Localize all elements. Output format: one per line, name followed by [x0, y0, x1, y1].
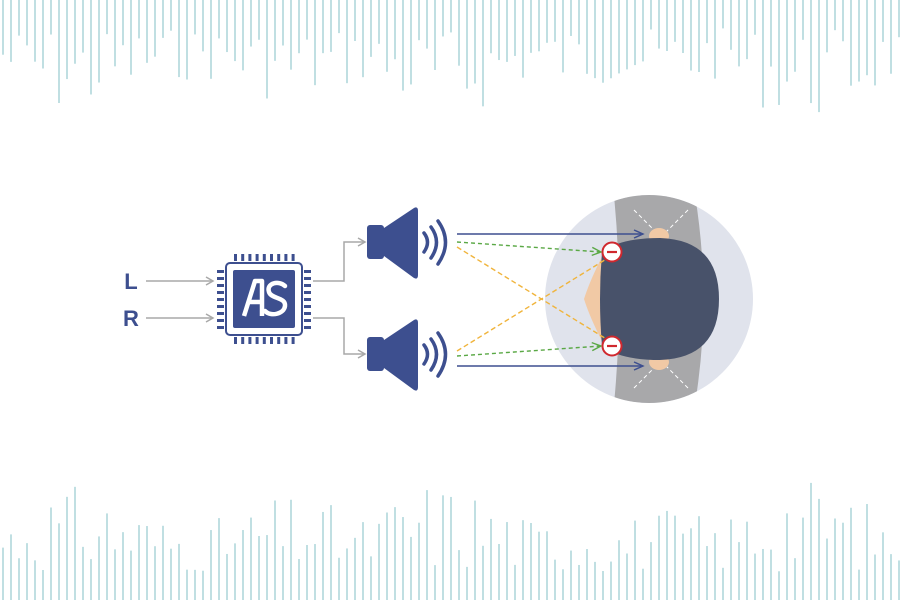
crosstalk-path-bottom-to-left: [456, 257, 609, 352]
top-speaker-icon: [367, 207, 448, 279]
minus-circle-icon: [601, 241, 623, 263]
chip-pin: [304, 319, 311, 322]
chip-pin: [304, 305, 311, 308]
chip-pin: [270, 254, 273, 261]
chip-pin: [234, 337, 237, 344]
chip-pin: [217, 312, 224, 315]
chip-pin: [217, 298, 224, 301]
chip-pin: [304, 284, 311, 287]
chip-pin: [248, 337, 252, 344]
chip-pin: [217, 326, 224, 329]
face: [584, 255, 603, 343]
cancel-path-bottom: [456, 341, 603, 357]
chip-pin: [304, 270, 311, 273]
chip-pin: [277, 254, 281, 261]
chip-pin: [234, 254, 237, 261]
chip-pin: [304, 291, 311, 294]
chip-pin: [291, 254, 295, 261]
chip-logo: [241, 278, 288, 317]
bottom-speaker-icon: [367, 319, 448, 391]
chip-pin: [262, 254, 266, 261]
crosstalk-path-top-to-right: [456, 246, 609, 341]
chip-pin: [217, 291, 224, 294]
chip-pin: [255, 254, 259, 261]
chip-pin: [304, 277, 311, 280]
chip-pin: [284, 337, 288, 344]
processor-chip-icon: AS: [217, 254, 311, 344]
chip-pin: [241, 337, 245, 344]
chip-pin: [277, 337, 281, 344]
chip-pin: [291, 337, 295, 344]
left-channel-label: L: [124, 269, 137, 294]
cancel-path-top: [456, 241, 603, 257]
chip-pin: [255, 337, 259, 344]
chip-pin: [304, 298, 311, 301]
chip-pin: [241, 254, 245, 261]
chip-pin: [262, 337, 266, 344]
chip-pin: [217, 270, 224, 273]
minus-circle-icon: [601, 335, 623, 357]
waveform-top-decoration: [2, 0, 900, 113]
chip-to-top-speaker-arrow: [313, 237, 367, 282]
chip-pin: [284, 254, 288, 261]
hair: [600, 238, 719, 360]
chip-pin: [217, 319, 224, 322]
head-top-view-icon: [545, 195, 753, 403]
chip-pin: [304, 312, 311, 315]
right-channel-label: R: [123, 306, 139, 331]
chip-pin: [217, 277, 224, 280]
waveform-bottom-decoration: [2, 482, 900, 600]
chip-pin: [217, 305, 224, 308]
chip-to-bottom-speaker-arrow: [313, 317, 367, 359]
chip-pin: [248, 254, 252, 261]
chip-pin: [217, 284, 224, 287]
chip-pin: [270, 337, 273, 344]
chip-pin: [304, 326, 311, 329]
